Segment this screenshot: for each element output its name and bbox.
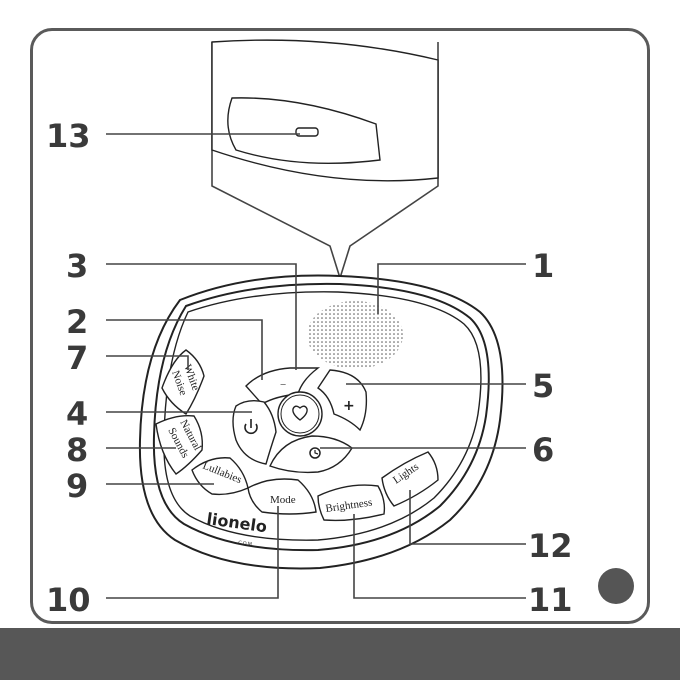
minus-label: − [280,379,286,391]
corner-dot [598,568,634,604]
callout-3: 3 [66,247,88,285]
callout-10: 10 [46,581,91,619]
callout-11: 11 [528,581,573,619]
callout-4: 4 [66,395,88,433]
mode-label: Mode [270,494,296,506]
callout-13: 13 [46,117,91,155]
plus-label: + [343,398,355,414]
speaker-grille [307,301,403,369]
callout-2: 2 [66,303,88,341]
callout-8: 8 [66,431,88,469]
heart-button[interactable] [278,392,322,436]
usb-detail-inset [212,40,438,278]
callout-6: 6 [532,431,554,469]
callout-9: 9 [66,467,88,505]
callout-5: 5 [532,367,554,405]
callout-7: 7 [66,339,88,377]
callout-1: 1 [532,247,554,285]
callout-12: 12 [528,527,573,565]
